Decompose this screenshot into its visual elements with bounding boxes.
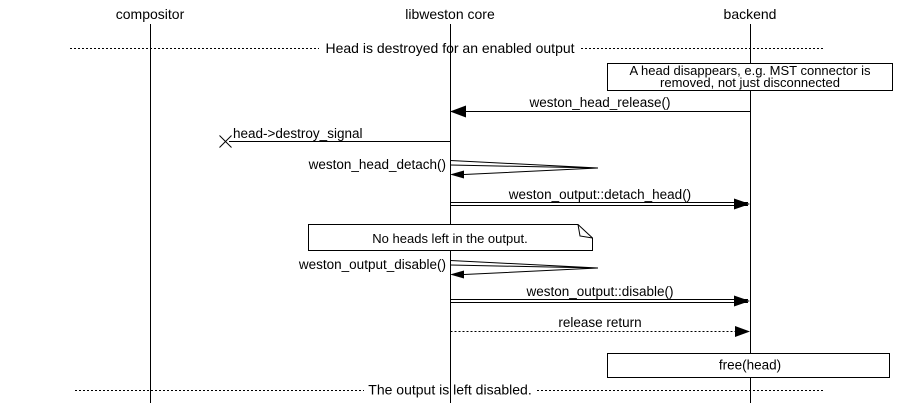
note-no-heads-left: No heads left in the output.: [308, 224, 593, 251]
box-free-head-rect: [607, 353, 890, 378]
message-weston-output-detach-head-label: weston_output::detach_head(): [508, 187, 691, 202]
message-head-destroy-signal: head->destroy_signal: [219, 126, 450, 148]
note-head-disappears-box: [607, 63, 893, 91]
box-free-head: free(head): [607, 353, 890, 378]
participant-label-libweston-core: libweston core: [405, 6, 495, 22]
self-call-horn: [450, 160, 599, 175]
participant-label-backend: backend: [724, 6, 777, 22]
message-weston-head-release-label: weston_head_release(): [528, 95, 670, 110]
message-weston-output-disable-call-label: weston_output::disable(): [525, 284, 673, 299]
message-weston-head-release: weston_head_release(): [450, 95, 751, 118]
arrowhead-right-icon: [735, 326, 750, 337]
message-weston-output-disable-selfcall: weston_output_disable(): [298, 257, 599, 279]
note-no-heads-left-label: No heads left in the output.: [372, 231, 527, 246]
arrowhead-left-icon: [450, 270, 464, 279]
divider-output-disabled: The output is left disabled.: [75, 382, 825, 398]
message-release-return: release return: [450, 315, 750, 337]
arrowhead-right-icon: [734, 295, 750, 307]
arrowhead-left-icon: [450, 105, 466, 118]
message-weston-output-detach-head: weston_output::detach_head(): [450, 187, 750, 210]
note-fold-icon: [577, 224, 593, 239]
note-head-disappears: A head disappears, e.g. MST connector is…: [607, 63, 893, 91]
arrowhead-left-icon: [450, 170, 464, 179]
participant-label-compositor: compositor: [116, 6, 185, 22]
arrowhead-right-icon: [734, 198, 750, 210]
message-weston-output-disable-call: weston_output::disable(): [450, 284, 750, 307]
divider-output-disabled-label: The output is left disabled.: [368, 382, 531, 398]
self-call-horn: [450, 260, 599, 275]
participant-headers: compositor libweston core backend: [116, 6, 777, 22]
message-weston-head-detach-label: weston_head_detach(): [308, 157, 446, 172]
message-weston-output-disable-label: weston_output_disable(): [298, 257, 446, 272]
divider-head-destroyed: Head is destroyed for an enabled output: [70, 40, 825, 56]
divider-head-destroyed-label: Head is destroyed for an enabled output: [325, 40, 574, 56]
message-head-destroy-signal-label: head->destroy_signal: [233, 126, 362, 141]
box-free-head-label: free(head): [719, 358, 781, 373]
note-head-disappears-line2: removed, not just disconnected: [660, 75, 840, 90]
note-no-heads-left-box: [308, 224, 593, 251]
note-head-disappears-line1: A head disappears, e.g. MST connector is: [629, 63, 871, 78]
message-weston-head-detach: weston_head_detach(): [308, 157, 599, 179]
lost-message-x-icon: [219, 135, 232, 148]
message-release-return-label: release return: [558, 315, 641, 330]
